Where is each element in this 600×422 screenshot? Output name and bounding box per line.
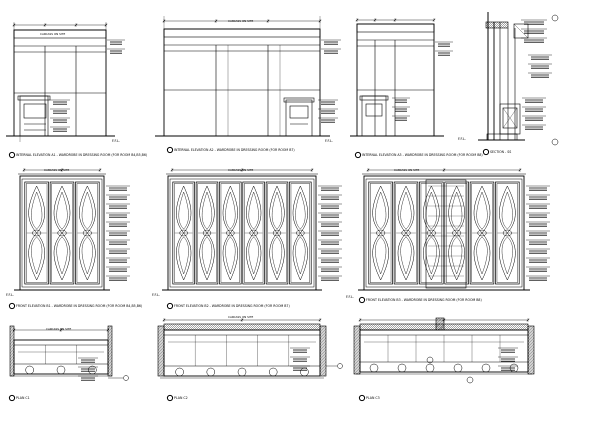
- ffl-label-b2: F.F.L.: [152, 293, 160, 297]
- dim-label-b3: CARCASS ON SITE: [394, 168, 419, 172]
- view-tag-c2: [166, 394, 174, 402]
- view-tag-b2: [166, 302, 174, 310]
- dim-label-a2: CARCASS ON SITE: [228, 19, 253, 23]
- row2-titles: FRONT ELEVATION B1 - WARDROBE IN DRESSIN…: [8, 296, 482, 310]
- row3-titles: PLAN C1 PLAN C2 PLAN C3: [8, 394, 380, 402]
- title-elevation-a3: INTERNAL ELEVATION A3 - WARDROBE IN DRES…: [362, 153, 483, 157]
- dim-label-c2: CARCASS ON SITE: [228, 315, 253, 319]
- plan-c2: [157, 318, 327, 379]
- ffl-label-a3: F.F.L.: [458, 137, 466, 141]
- title-section-ss: SECTION - SS: [490, 150, 511, 154]
- ffl-label-b3: F.F.L.: [346, 295, 354, 299]
- ffl-label-a1: F.F.L.: [112, 139, 120, 143]
- front-elevation-b2: [162, 168, 342, 291]
- plan-c3: [353, 317, 535, 384]
- front-elevation-b3: [358, 168, 550, 291]
- view-tag-b1: [8, 302, 16, 310]
- elevation-a1: [6, 22, 125, 142]
- title-plan-c1: PLAN C1: [16, 396, 30, 400]
- view-tag-c3: [358, 394, 366, 402]
- ffl-label-b1: F.F.L.: [6, 293, 14, 297]
- title-elevation-a1: INTERNAL ELEVATION A1 - WARDROBE IN DRES…: [16, 153, 147, 157]
- title-plan-c3: PLAN C3: [366, 396, 380, 400]
- title-plan-c2: PLAN C2: [174, 396, 188, 400]
- row1-titles: INTERNAL ELEVATION A1 - WARDROBE IN DRES…: [8, 146, 511, 159]
- ffl-label-a2: F.F.L.: [325, 139, 333, 143]
- plan-c1: [9, 325, 113, 381]
- elevation-a2: [155, 16, 341, 137]
- dim-label-a1: CARCASS ON SITE: [40, 32, 65, 36]
- title-elevation-b1: FRONT ELEVATION B1 - WARDROBE IN DRESSIN…: [16, 304, 142, 308]
- dim-label-c1: CARCASS ON SITE: [46, 327, 71, 331]
- dimension-labels: CARCASS ON SITE CARCASS ON SITE CARCASS …: [40, 19, 419, 331]
- view-tag-c1: [8, 394, 16, 402]
- dim-label-b1: CARCASS ON SITE: [44, 168, 69, 172]
- ffl-labels: F.F.L. F.F.L. F.F.L. F.F.L. F.F.L. F.F.L…: [6, 137, 466, 299]
- plan-leaders: [108, 363, 343, 381]
- view-tag-a2: [166, 146, 174, 154]
- view-tag-ss: [482, 148, 490, 156]
- dim-label-b2: CARCASS ON SITE: [228, 168, 253, 172]
- view-tag-b3: [358, 296, 366, 304]
- view-tag-a3: [354, 151, 362, 159]
- title-elevation-b3: FRONT ELEVATION B3 - WARDROBE IN DRESSIN…: [366, 298, 482, 302]
- title-elevation-b2: FRONT ELEVATION B2 - WARDROBE IN DRESSIN…: [174, 304, 290, 308]
- front-elevation-b1: [14, 168, 130, 291]
- view-tag-a1: [8, 151, 16, 159]
- elevation-a3: [350, 18, 453, 137]
- title-elevation-a2: INTERNAL ELEVATION A2 - WARDROBE IN DRES…: [174, 148, 295, 152]
- section-ss: [478, 12, 559, 146]
